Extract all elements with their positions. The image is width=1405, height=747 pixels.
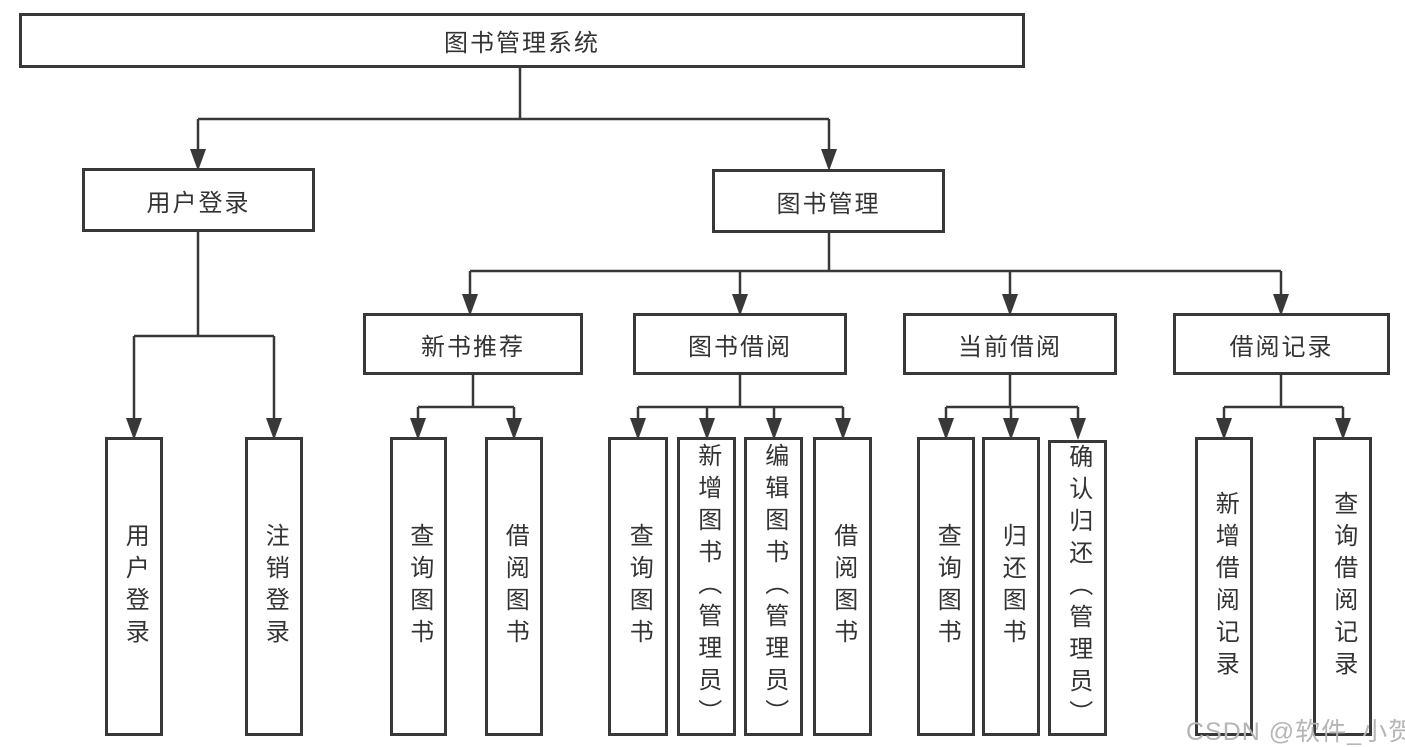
node-label: 图书管理 [776, 190, 881, 218]
node-borrow-records: 借阅记录 [1173, 313, 1390, 375]
leaf-logout: 注销登录 [245, 437, 303, 736]
node-label: 注销登录 [261, 522, 289, 651]
node-label: 用户登录 [146, 189, 251, 217]
node-label: 借阅图书 [829, 522, 857, 651]
node-library-system: 图书管理系统 [19, 13, 1025, 68]
node-label: 编辑图书（管理员） [760, 442, 788, 731]
leaf-cb-return-books: 归还图书 [982, 437, 1040, 736]
watermark: CSDN @软件_小贺同学 [1186, 718, 1405, 746]
node-current-borrow: 当前借阅 [903, 313, 1117, 375]
leaf-bb-borrow-books: 借阅图书 [813, 437, 872, 736]
leaf-bb-add-books-admin: 新增图书（管理员） [677, 437, 736, 736]
node-book-borrow: 图书借阅 [633, 313, 847, 375]
leaf-nb-borrow-books: 借阅图书 [485, 437, 543, 736]
node-label: 借阅记录 [1229, 333, 1334, 361]
leaf-br-query-record: 查询借阅记录 [1313, 437, 1372, 736]
node-label: 新增借阅记录 [1211, 490, 1239, 683]
node-label: 借阅图书 [501, 522, 529, 651]
node-label: 查询图书 [933, 522, 961, 651]
leaf-cb-confirm-return-admin: 确认归还（管理员） [1048, 440, 1107, 736]
node-label: 用户登录 [121, 522, 149, 651]
node-new-book-recommend: 新书推荐 [363, 313, 583, 375]
leaf-bb-query-books: 查询图书 [608, 437, 668, 736]
node-label: 新书推荐 [421, 333, 525, 361]
node-label: 确认归还（管理员） [1064, 444, 1092, 732]
node-label: 查询图书 [625, 522, 653, 651]
node-label: 图书借阅 [688, 333, 792, 361]
arrowheads [126, 149, 1351, 440]
node-label: 图书管理系统 [444, 30, 600, 57]
node-label: 新增图书（管理员） [693, 442, 721, 731]
node-label: 归还图书 [998, 522, 1026, 651]
leaf-br-add-record: 新增借阅记录 [1195, 437, 1253, 736]
node-label: 查询借阅记录 [1329, 490, 1357, 683]
node-book-management: 图书管理 [712, 169, 945, 233]
node-user-login: 用户登录 [82, 168, 315, 232]
leaf-user-login: 用户登录 [105, 437, 163, 736]
leaf-bb-edit-books-admin: 编辑图书（管理员） [744, 437, 803, 736]
node-label: 查询图书 [405, 522, 433, 651]
node-label: 当前借阅 [958, 333, 1062, 361]
leaf-nb-query-books: 查询图书 [390, 437, 447, 736]
leaf-cb-query-books: 查询图书 [917, 437, 975, 736]
